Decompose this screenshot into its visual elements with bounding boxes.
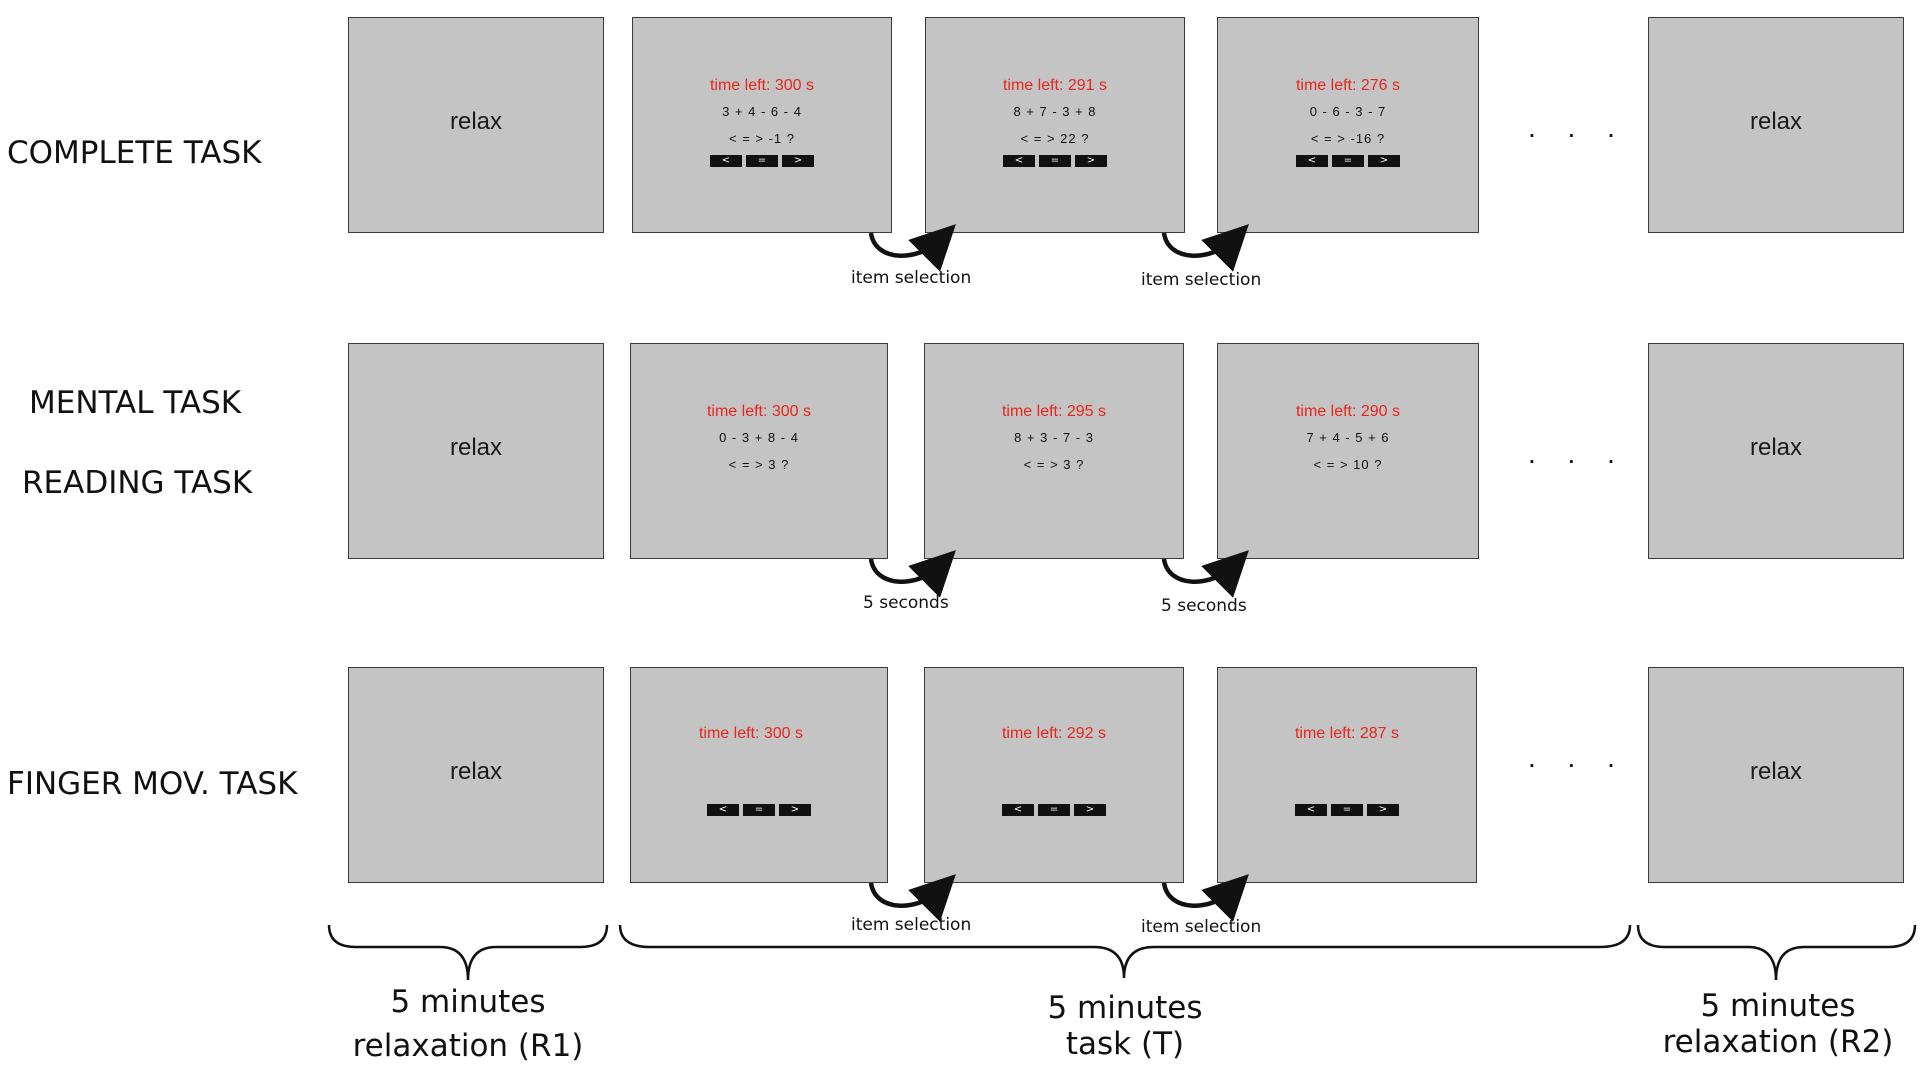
relax-text: relax: [449, 108, 503, 135]
task-screen: time left: 295 s 8 + 3 - 7 - 3 < = > 3 ?: [924, 343, 1184, 559]
time-left-label: time left: 300 s: [706, 403, 812, 420]
relax-text: relax: [1749, 758, 1803, 785]
transition-label: 5 seconds: [1161, 596, 1247, 616]
less-than-button[interactable]: <: [707, 804, 739, 816]
transition-arrow: [1161, 550, 1249, 598]
task-screen: time left: 290 s 7 + 4 - 5 + 6 < = > 10 …: [1217, 343, 1479, 559]
time-left-label: time left: 300 s: [698, 725, 804, 742]
equal-button[interactable]: =: [1331, 804, 1363, 816]
relax-text: relax: [449, 758, 503, 785]
question-text: < = > 3 ?: [1023, 457, 1085, 472]
phase-name: task (T): [1065, 1026, 1185, 1062]
time-left-label: time left: 287 s: [1294, 725, 1400, 742]
time-left-label: time left: 295 s: [1001, 403, 1107, 420]
equation-text: 8 + 7 - 3 + 8: [1013, 104, 1097, 119]
greater-than-button[interactable]: >: [1075, 155, 1107, 167]
phase-label-task: 5 minutes task (T): [1000, 990, 1250, 1062]
transition-arrow: [1161, 224, 1249, 272]
task-screen: time left: 300 s 3 + 4 - 6 - 4 < = > -1 …: [632, 17, 892, 233]
equal-button[interactable]: =: [746, 155, 778, 167]
transition-arrow: [868, 874, 956, 922]
task-screen: time left: 276 s 0 - 6 - 3 - 7 < = > -16…: [1217, 17, 1479, 233]
time-left-label: time left: 300 s: [709, 77, 815, 94]
greater-than-button[interactable]: >: [779, 804, 811, 816]
task-screen: time left: 300 s 0 - 3 + 8 - 4 < = > 3 ?: [630, 343, 888, 559]
less-than-button[interactable]: <: [1295, 804, 1327, 816]
greater-than-button[interactable]: >: [1074, 804, 1106, 816]
relax-screen-end: relax: [1648, 343, 1904, 559]
relax-text: relax: [1749, 108, 1803, 135]
row-label-complete-task: COMPLETE TASK: [7, 135, 262, 171]
transition-arrow: [868, 550, 956, 598]
transition-label: item selection: [851, 915, 972, 935]
equation-text: 0 - 6 - 3 - 7: [1309, 104, 1387, 119]
brace-task: [618, 924, 1632, 979]
relax-text: relax: [1749, 434, 1803, 461]
transition-arrow: [868, 224, 956, 272]
time-left-label: time left: 290 s: [1295, 403, 1401, 420]
transition-label: item selection: [1141, 917, 1262, 937]
answer-buttons: < = >: [1295, 804, 1399, 816]
row-label-reading-task: READING TASK: [22, 465, 253, 501]
less-than-button[interactable]: <: [1002, 804, 1034, 816]
transition-arrow: [1161, 874, 1249, 922]
brace-relaxation-r2: [1636, 924, 1917, 981]
relax-screen-end: relax: [1648, 667, 1904, 883]
time-left-label: time left: 291 s: [1002, 77, 1108, 94]
equation-text: 8 + 3 - 7 - 3: [1014, 430, 1094, 445]
equation-text: 0 - 3 + 8 - 4: [719, 430, 799, 445]
ellipsis: . . .: [1528, 438, 1627, 469]
phase-name: relaxation (R2): [1662, 1024, 1894, 1060]
task-screen: time left: 300 s < = >: [630, 667, 888, 883]
row-label-finger-mov-task: FINGER MOV. TASK: [7, 766, 298, 802]
equal-button[interactable]: =: [1332, 155, 1364, 167]
question-text: < = > 3 ?: [728, 457, 790, 472]
equal-button[interactable]: =: [743, 804, 775, 816]
less-than-button[interactable]: <: [1296, 155, 1328, 167]
equal-button[interactable]: =: [1039, 155, 1071, 167]
time-left-label: time left: 276 s: [1295, 77, 1401, 94]
ellipsis: . . .: [1528, 742, 1627, 773]
answer-buttons: < = >: [1003, 155, 1107, 167]
answer-buttons: < = >: [710, 155, 814, 167]
answer-buttons: < = >: [1002, 804, 1106, 816]
relax-screen-start: relax: [348, 343, 604, 559]
task-screen: time left: 287 s < = >: [1217, 667, 1477, 883]
task-screen: time left: 292 s < = >: [924, 667, 1184, 883]
transition-label: 5 seconds: [863, 593, 949, 613]
task-screen: time left: 291 s 8 + 7 - 3 + 8 < = > 22 …: [925, 17, 1185, 233]
answer-buttons: < = >: [707, 804, 811, 816]
question-text: < = > -16 ?: [1310, 131, 1386, 146]
phase-label-r2: 5 minutes relaxation (R2): [1645, 988, 1911, 1060]
transition-label: item selection: [1141, 270, 1262, 290]
phase-label-r1: 5 minutes relaxation (R1): [338, 984, 598, 1064]
question-text: < = > -1 ?: [728, 131, 795, 146]
relax-screen-start: relax: [348, 667, 604, 883]
equation-text: 7 + 4 - 5 + 6: [1306, 430, 1390, 445]
phase-name: relaxation (R1): [352, 1028, 584, 1064]
phase-duration: 5 minutes: [1047, 990, 1203, 1026]
question-text: < = > 22 ?: [1020, 131, 1090, 146]
relax-screen-end: relax: [1648, 17, 1904, 233]
row-label-mental-task: MENTAL TASK: [29, 385, 242, 421]
less-than-button[interactable]: <: [1003, 155, 1035, 167]
relax-text: relax: [449, 434, 503, 461]
transition-label: item selection: [851, 268, 972, 288]
phase-duration: 5 minutes: [1700, 988, 1856, 1024]
relax-screen-start: relax: [348, 17, 604, 233]
equal-button[interactable]: =: [1038, 804, 1070, 816]
time-left-label: time left: 292 s: [1001, 725, 1107, 742]
phase-duration: 5 minutes: [390, 984, 546, 1020]
answer-buttons: < = >: [1296, 155, 1400, 167]
ellipsis: . . .: [1528, 112, 1627, 143]
less-than-button[interactable]: <: [710, 155, 742, 167]
brace-relaxation-r1: [327, 924, 609, 981]
greater-than-button[interactable]: >: [782, 155, 814, 167]
equation-text: 3 + 4 - 6 - 4: [722, 104, 802, 119]
question-text: < = > 10 ?: [1313, 457, 1383, 472]
greater-than-button[interactable]: >: [1368, 155, 1400, 167]
greater-than-button[interactable]: >: [1367, 804, 1399, 816]
